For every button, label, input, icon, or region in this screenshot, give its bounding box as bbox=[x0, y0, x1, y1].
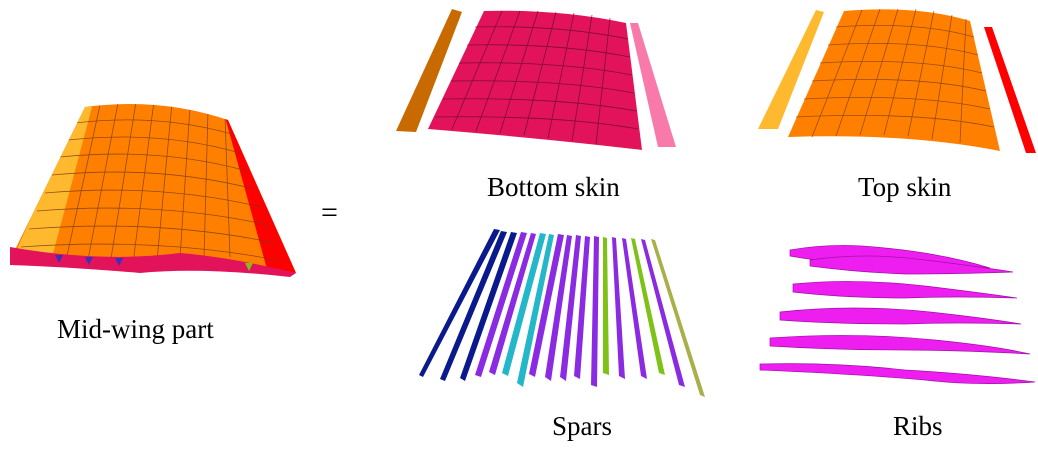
ribs-label: Ribs bbox=[893, 411, 943, 441]
mid-wing-part-figure bbox=[10, 103, 296, 277]
ribs-figure bbox=[759, 245, 1036, 384]
top-skin-label: Top skin bbox=[858, 172, 952, 202]
spars-label: Spars bbox=[552, 411, 612, 441]
top-skin-figure bbox=[758, 8, 1036, 153]
equals-sign: = bbox=[321, 196, 338, 229]
mid-wing-part-label: Mid-wing part bbox=[57, 314, 214, 344]
bottom-skin-label: Bottom skin bbox=[487, 172, 620, 202]
spars-figure bbox=[419, 229, 705, 397]
bottom-skin-figure bbox=[396, 9, 676, 150]
